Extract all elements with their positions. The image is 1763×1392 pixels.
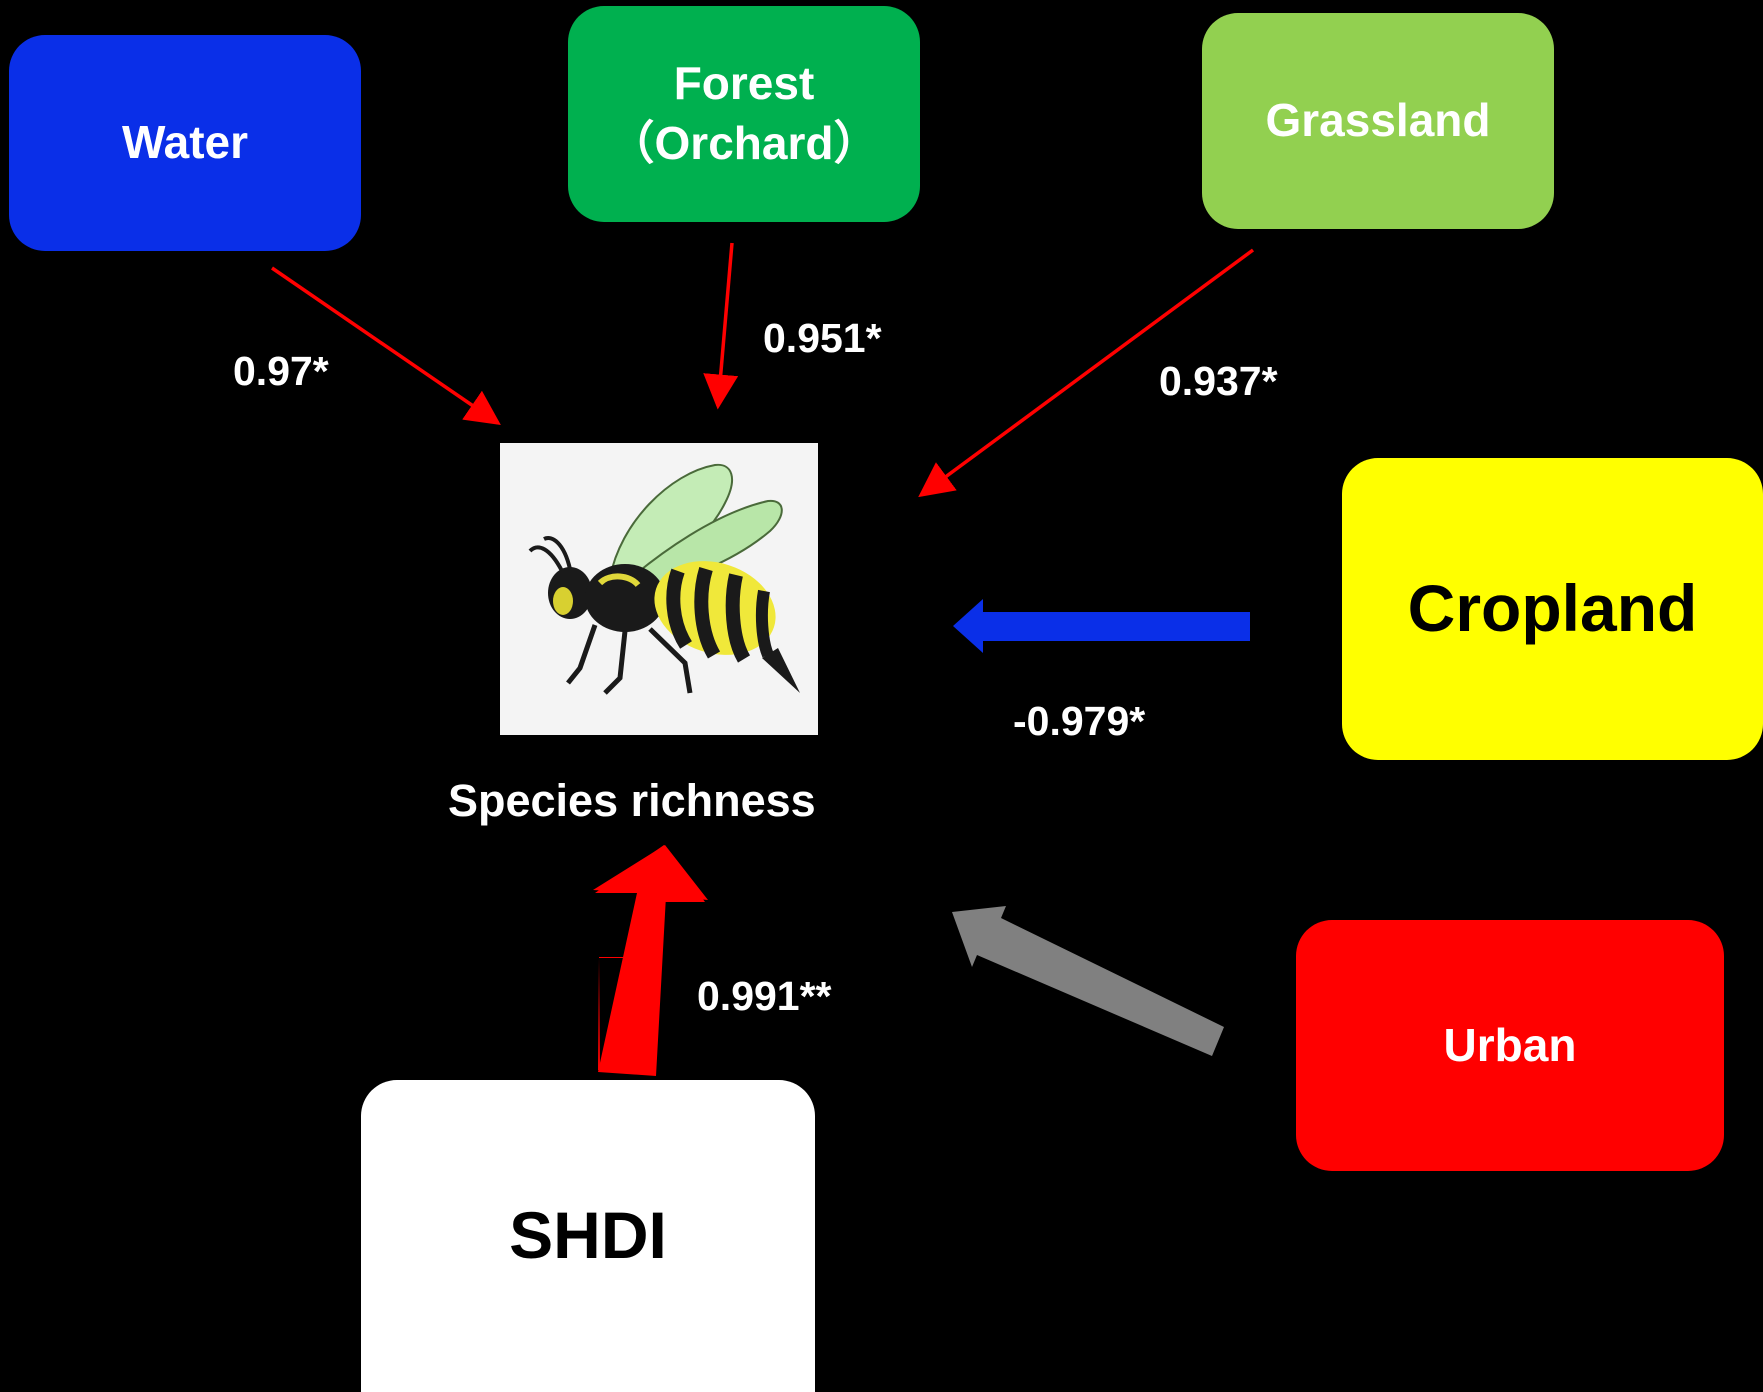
urban-label: Urban [1443, 1018, 1577, 1071]
shdi-arrow-body [593, 845, 708, 1076]
grassland-node: Grassland [1202, 13, 1554, 229]
forest-label: Forest [673, 57, 815, 110]
shdi-arrow [595, 845, 705, 1070]
shdi-label: SHDI [509, 1198, 667, 1273]
water-node: Water [9, 35, 361, 251]
orchard-label: （Orchard） [608, 117, 880, 169]
cropland-node: Cropland [1342, 458, 1763, 760]
forest-coefficient: 0.951* [763, 315, 882, 361]
water-coefficient: 0.97* [233, 348, 329, 394]
cropland-arrow [953, 599, 1250, 653]
urban-arrow [952, 906, 1224, 1056]
urban-node: Urban [1296, 920, 1724, 1171]
cropland-coefficient: -0.979* [1013, 698, 1146, 744]
grassland-coefficient: 0.937* [1159, 358, 1278, 404]
water-arrow [271, 266, 501, 425]
grassland-arrow [918, 248, 1255, 498]
species-richness-image [500, 443, 818, 735]
shdi-node: SHDI [361, 1080, 815, 1392]
forest-node: Forest （Orchard） [568, 6, 920, 222]
forest-arrow [703, 242, 739, 410]
water-label: Water [121, 116, 249, 169]
species-richness-label: Species richness [448, 775, 816, 826]
grassland-label: Grassland [1265, 94, 1491, 147]
cropland-label: Cropland [1407, 571, 1698, 646]
shdi-coefficient: 0.991** [697, 973, 832, 1019]
bee-icon [528, 463, 800, 695]
